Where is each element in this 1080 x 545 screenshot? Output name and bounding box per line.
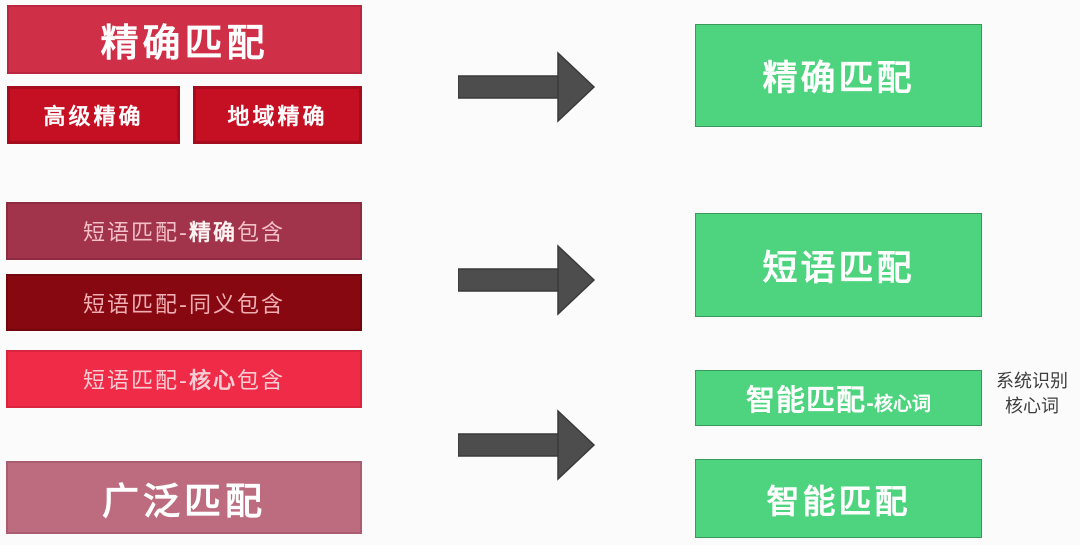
left-box-advanced-exact: 高级精确 (7, 86, 180, 144)
arrow-right-icon (457, 244, 596, 316)
right-box-smart-match: 智能匹配 (695, 459, 982, 538)
right-box-exact-match: 精确匹配 (695, 24, 982, 127)
left-box-phrase-synonym-contain: 短语匹配-同义包含 (6, 274, 362, 331)
annotation-line-1: 系统识别 (996, 371, 1068, 392)
right-box-phrase-match-label: 短语匹配 (762, 248, 915, 289)
left-box-broad-match-label: 广泛匹配 (102, 479, 266, 523)
smart-match-core-main: 智能匹配 (746, 383, 867, 417)
phrase-core-prefix: 短语匹配- (83, 369, 189, 394)
arrow-right-icon (457, 409, 596, 481)
phrase-exact-contain-label: 短语匹配-精确包含 (83, 215, 285, 247)
phrase-synonym-prefix: 短语匹配- (83, 292, 189, 318)
phrase-synonym-emphasis: 同义 (188, 292, 237, 318)
right-box-exact-match-label: 精确匹配 (762, 59, 915, 99)
phrase-exact-emphasis: 精确 (188, 221, 237, 246)
annotation-line-2: 核心词 (1005, 396, 1059, 417)
left-box-advanced-exact-label: 高级精确 (43, 105, 144, 130)
phrase-core-contain-label: 短语匹配-核心包含 (83, 363, 285, 395)
right-box-smart-match-core: 智能匹配-核心词 (695, 370, 982, 426)
left-box-exact-match: 精确匹配 (7, 5, 362, 74)
right-box-phrase-match: 短语匹配 (695, 213, 982, 317)
phrase-synonym-contain-label: 短语匹配-同义包含 (83, 287, 285, 319)
phrase-core-suffix: 包含 (236, 369, 285, 394)
core-word-annotation: 系统识别 核心词 (984, 369, 1080, 419)
left-box-phrase-exact-contain: 短语匹配-精确包含 (6, 202, 362, 260)
left-box-regional-exact-label: 地域精确 (227, 105, 328, 130)
left-box-phrase-core-contain: 短语匹配-核心包含 (6, 350, 362, 408)
phrase-synonym-suffix: 包含 (236, 292, 285, 318)
right-box-smart-match-label: 智能匹配 (766, 481, 911, 521)
phrase-core-emphasis: 核心 (188, 369, 237, 394)
left-box-broad-match: 广泛匹配 (6, 461, 362, 534)
phrase-exact-suffix: 包含 (236, 221, 285, 246)
smart-match-core-label: 智能匹配-核心词 (746, 377, 931, 419)
left-box-regional-exact: 地域精确 (193, 86, 362, 144)
phrase-exact-prefix: 短语匹配- (83, 221, 189, 246)
smart-match-core-suffix: -核心词 (866, 393, 931, 415)
arrow-right-icon (457, 51, 596, 123)
left-box-exact-match-label: 精确匹配 (100, 21, 269, 65)
